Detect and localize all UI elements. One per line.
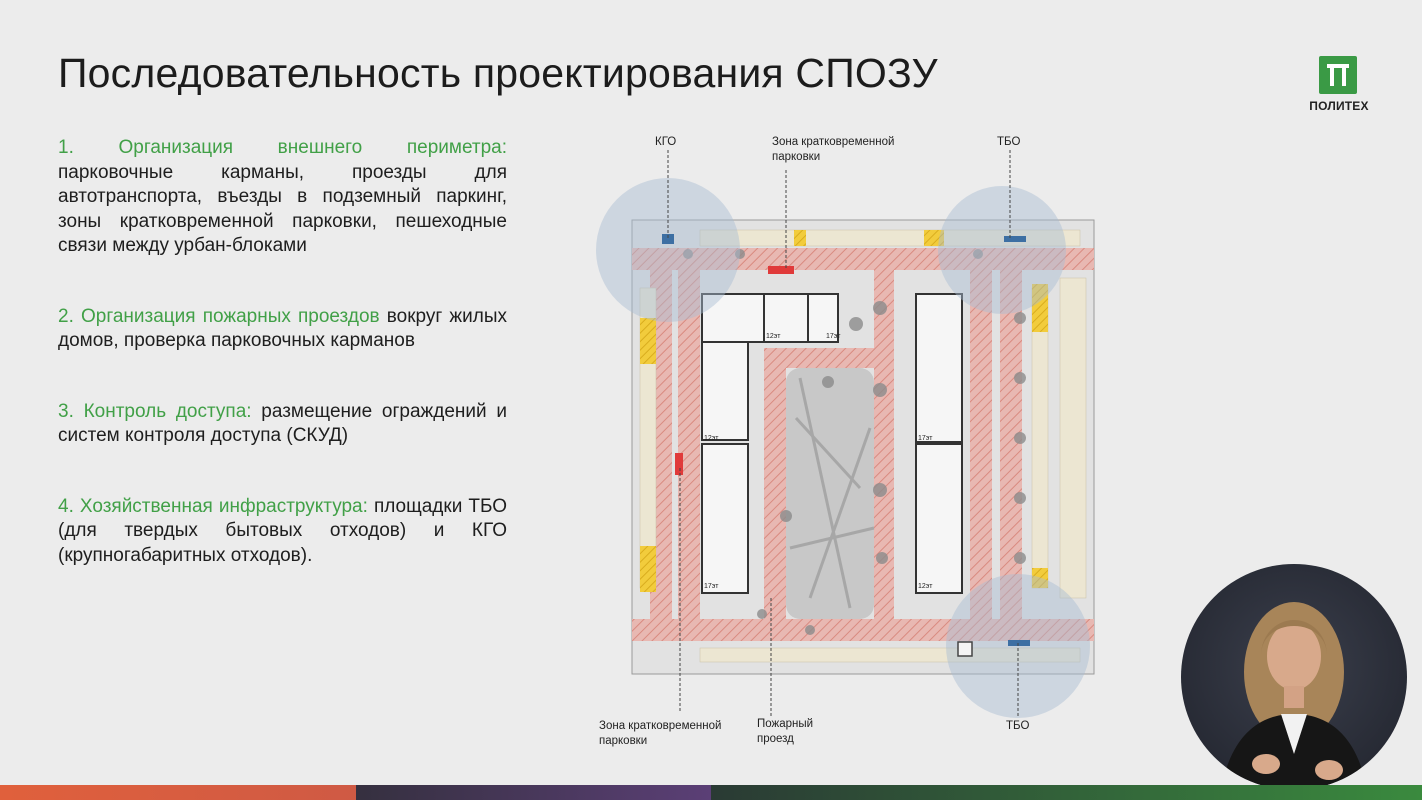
- bar-segment-green: [711, 785, 1422, 800]
- waste-zones: [596, 178, 1090, 718]
- slide-title: Последовательность проектирования СПОЗУ: [58, 50, 938, 96]
- courtyard-paths: [789, 377, 875, 609]
- step-2-body: вокруг жилых домов, проверка парковочных…: [58, 305, 507, 352]
- buildings: [701, 293, 963, 594]
- step-3-heading: 3. Контроль доступа:: [58, 400, 252, 422]
- floor-label-left-upper: 12эт: [704, 435, 719, 442]
- label-tbo-bottom: ТБО: [1006, 720, 1030, 732]
- building-right-lower: [915, 443, 963, 594]
- step-1-body: парковочные карманы, проезды для автотра…: [58, 161, 507, 257]
- parking-top: [699, 229, 1081, 663]
- building-left-lower: [701, 443, 749, 594]
- bottom-color-bar: [0, 785, 1422, 800]
- floor-label-top-right: 17эт: [826, 333, 841, 340]
- tbo-top-bin-icon: [1004, 236, 1026, 242]
- bar-segment-purple: [356, 785, 711, 800]
- steps-list: 1. Организация внешнего периметра: парко…: [58, 136, 507, 568]
- presenter-figure: [1221, 602, 1367, 790]
- floor-label-top-middle: 12эт: [766, 333, 781, 340]
- tbo-bottom-bin-icon: [1008, 640, 1030, 646]
- presenter-video: [1181, 564, 1407, 790]
- step-4-heading: 4. Хозяйственная инфраструктура:: [58, 495, 368, 517]
- floor-label-left-lower: 17эт: [704, 583, 719, 590]
- step-1-heading: 1. Организация внешнего периметра:: [58, 137, 507, 158]
- fire-lane-ring: [632, 248, 1094, 641]
- kgo-bin-icon: [662, 234, 674, 244]
- parking-left: [639, 287, 657, 592]
- label-fire-lane: Пожарный проезд: [757, 718, 814, 745]
- short-parking-top-marker: [768, 266, 794, 274]
- building-top-right: [807, 293, 839, 343]
- bar-segment-orange: [0, 785, 356, 800]
- label-short-parking-top: Зона кратковременной парковки: [772, 136, 895, 163]
- floor-label-right-upper: 17эт: [918, 435, 933, 442]
- step-2-heading: 2. Организация пожарных проездов: [58, 305, 380, 327]
- politeh-logo: ПОЛИТЕХ: [1306, 56, 1372, 116]
- step-2: 2. Организация пожарных проездов вокруг …: [58, 305, 507, 354]
- building-top-middle: [763, 293, 809, 343]
- site-plan-drawing: 12эт 12эт 17эт 17эт 12эт 17эт: [596, 150, 1095, 718]
- step-1: 1. Организация внешнего периметра: парко…: [58, 136, 507, 259]
- label-kgo: КГО: [655, 136, 677, 148]
- site-plan: 12эт 12эт 17эт 17эт 12эт 17эт КГО Зона к…: [590, 128, 1110, 758]
- trees: [683, 249, 1026, 635]
- label-short-parking-bottom: Зона кратковременной парковки: [599, 720, 722, 747]
- tbo-top-zone: [938, 186, 1066, 314]
- step-3: 3. Контроль доступа: размещение огражден…: [58, 400, 507, 449]
- logo-text: ПОЛИТЕХ: [1309, 99, 1369, 113]
- leader-lines: [667, 150, 1019, 718]
- building-left-wing: [701, 293, 765, 343]
- step-3-body: размещение ограждений и систем контроля …: [58, 400, 507, 447]
- logo-pi-icon: [1319, 56, 1357, 94]
- step-4-body: площадки ТБО (для твердых бытовых отходо…: [58, 495, 507, 566]
- step-4: 4. Хозяйственная инфраструктура: площадк…: [58, 495, 507, 569]
- short-parking-left-marker: [675, 453, 683, 475]
- building-right-upper: [915, 293, 963, 443]
- label-tbo-top: ТБО: [997, 136, 1021, 148]
- floor-label-right-lower: 12эт: [918, 583, 933, 590]
- parking-right: [1031, 277, 1087, 599]
- kgo-zone: [596, 178, 740, 322]
- courtyard: [786, 368, 874, 619]
